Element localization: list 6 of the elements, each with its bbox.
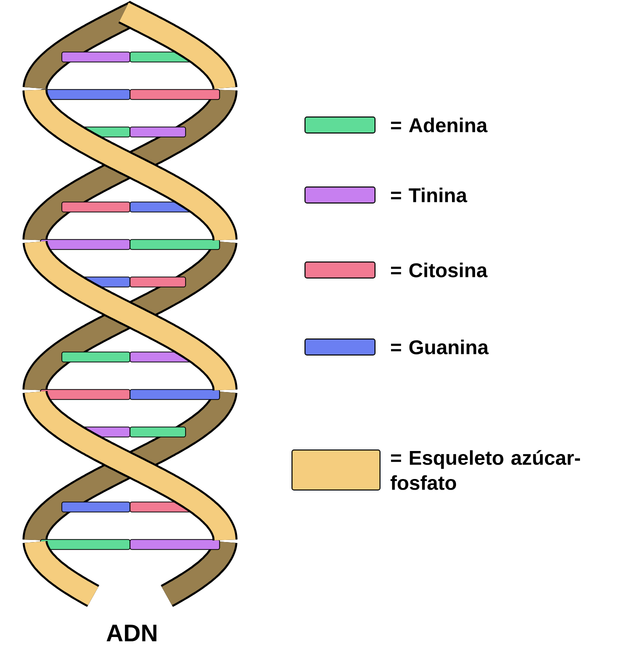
legend-label: = Adenina bbox=[391, 118, 488, 132]
caption: ADN bbox=[106, 624, 156, 642]
legend-label: = Citosina bbox=[391, 262, 488, 278]
legend-label: = Esqueleto azúcar-fosfato bbox=[390, 450, 580, 490]
legend-label: = Tinina bbox=[391, 188, 468, 202]
legend-label: = Guanina bbox=[391, 340, 489, 354]
